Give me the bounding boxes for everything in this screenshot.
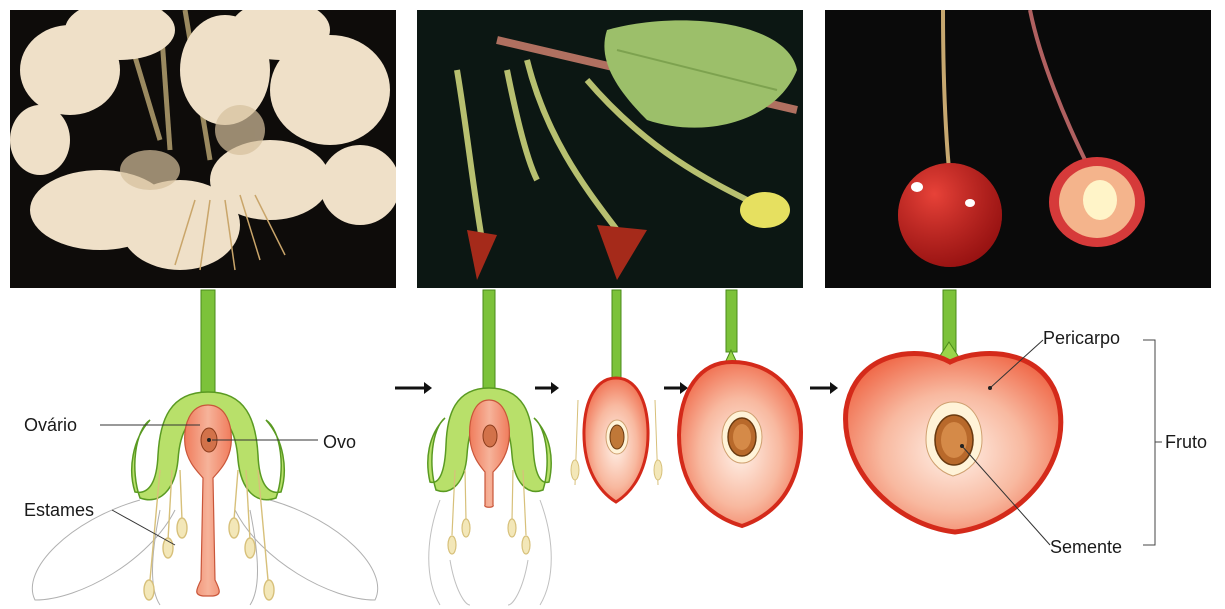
label-semente: Semente: [1050, 537, 1122, 557]
arrow-1-head: [424, 382, 432, 394]
stage2-stem: [483, 290, 495, 390]
semente-pointer-dot: [960, 444, 964, 448]
label-fruto: Fruto: [1165, 432, 1207, 452]
label-pericarpo: Pericarpo: [1043, 328, 1120, 348]
label-estames: Estames: [24, 500, 94, 520]
stage4-seed-inner: [733, 424, 751, 450]
stage3-stem: [612, 290, 621, 378]
fruto-bracket: [1143, 340, 1155, 545]
label-ovo: Ovo: [323, 432, 356, 452]
stage-pollinated: [428, 290, 551, 605]
ovo-pointer-dot: [207, 438, 211, 442]
stage-young-fruit: [571, 290, 662, 502]
stage5-seed-inner: [941, 422, 967, 458]
label-ovario: Ovário: [24, 415, 77, 435]
stage2-petals: [429, 500, 552, 605]
pericarpo-pointer-dot: [988, 386, 992, 390]
arrow-4-head: [830, 382, 838, 394]
stage2-ovule: [483, 425, 497, 447]
flower-stem: [201, 290, 215, 395]
stage-growing-fruit: [679, 290, 801, 526]
arrow-2-head: [551, 382, 559, 394]
stage2-ovary: [470, 400, 510, 507]
stage3-seed: [610, 425, 624, 449]
stage4-stem: [726, 290, 737, 352]
